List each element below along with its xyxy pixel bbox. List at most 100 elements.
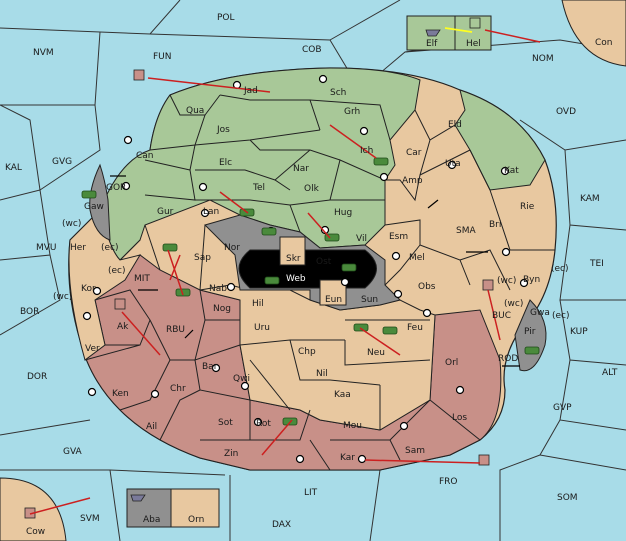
territory-orn[interactable] xyxy=(170,488,220,528)
label-aba: Aba xyxy=(143,515,160,525)
label-alt: ALT xyxy=(602,368,618,378)
label-tei: TEI xyxy=(589,259,604,269)
label-con: Con xyxy=(595,38,613,48)
tag-ec-3: (ec) xyxy=(551,264,569,274)
label-her: Her xyxy=(70,243,86,253)
label-obs: Obs xyxy=(418,282,436,292)
label-svm: SVM xyxy=(80,514,100,524)
label-can: Can xyxy=(136,151,154,161)
label-eun: Eun xyxy=(325,295,342,305)
label-jad: Jad xyxy=(243,86,258,96)
label-gaw: Gaw xyxy=(84,202,104,212)
label-sun: Sun xyxy=(361,295,378,305)
label-sma: SMA xyxy=(456,226,476,236)
label-fun: FUN xyxy=(153,52,172,62)
label-dax: DAX xyxy=(272,520,291,530)
label-fro: FRO xyxy=(439,477,458,487)
tag-ec-4: (ec) xyxy=(552,311,570,321)
label-eld: Eld xyxy=(448,120,462,130)
label-feu: Feu xyxy=(407,323,423,333)
label-nab: Nab xyxy=(209,284,227,294)
territory-skr[interactable] xyxy=(279,236,306,266)
label-ver: Ver xyxy=(85,344,100,354)
label-nor: Nor xyxy=(224,243,240,253)
label-sch: Sch xyxy=(330,88,346,98)
label-nvm: NVM xyxy=(33,48,54,58)
label-grh: Grh xyxy=(344,107,360,117)
label-sap: Sap xyxy=(194,253,211,263)
coast-tags: (wc) (ec) (ec) (wc) (wc) (ec) (wc) (ec) xyxy=(53,219,570,321)
label-ail: Ail xyxy=(146,422,157,432)
fleet-markers xyxy=(24,17,494,519)
label-uru: Uru xyxy=(254,323,270,333)
label-nar: Nar xyxy=(293,164,309,174)
label-mvu: MVU xyxy=(36,243,57,253)
label-hel: Hel xyxy=(466,39,481,49)
tag-wc-4: (wc) xyxy=(504,299,523,309)
label-skr: Skr xyxy=(286,254,301,264)
label-car: Car xyxy=(406,148,422,158)
territory-gaw[interactable] xyxy=(89,163,111,241)
label-bar: Bar xyxy=(202,362,218,372)
label-sot: Sot xyxy=(218,418,233,428)
label-ken: Ken xyxy=(112,389,129,399)
label-lan: Lan xyxy=(203,207,219,217)
label-ost: Ost xyxy=(316,257,332,267)
label-kam: KAM xyxy=(580,194,600,204)
label-bri: Bri xyxy=(489,220,501,230)
label-ich: Ich xyxy=(360,146,373,156)
label-kup: KUP xyxy=(570,327,588,337)
label-mou: Mou xyxy=(343,421,362,431)
label-orn: Orn xyxy=(188,515,204,525)
label-nom: NOM xyxy=(532,54,554,64)
land-labels: Jad Sch Qua Grh Jos Eld Can Car Uta Ich … xyxy=(70,39,550,525)
label-jos: Jos xyxy=(216,125,230,135)
label-dor: DOR xyxy=(27,372,47,382)
label-kat: Kat xyxy=(504,166,519,176)
label-kal: KAL xyxy=(5,163,22,173)
label-mel: Mel xyxy=(409,253,425,263)
label-olk: Olk xyxy=(304,184,320,194)
label-zin: Zin xyxy=(224,449,238,459)
label-qwi: Qwi xyxy=(233,374,250,384)
tag-wc-2: (wc) xyxy=(53,292,72,302)
label-hil: Hil xyxy=(252,299,264,309)
label-lit: LIT xyxy=(304,488,318,498)
label-nog: Nog xyxy=(213,304,231,314)
label-neu: Neu xyxy=(367,348,385,358)
label-rot: Rot xyxy=(256,419,271,429)
label-web: Web xyxy=(286,274,306,284)
territory-borders xyxy=(84,94,555,471)
label-gor: GOR xyxy=(106,183,126,193)
label-gwa: Gwa xyxy=(530,308,550,318)
label-ak: Ak xyxy=(117,322,129,332)
label-chr: Chr xyxy=(170,384,186,394)
label-gva: GVA xyxy=(63,447,83,457)
label-rbu: RBU xyxy=(166,325,185,335)
label-nil: Nil xyxy=(316,369,328,379)
tag-wc-1: (wc) xyxy=(62,219,81,229)
order-arrows xyxy=(29,29,541,515)
label-orl: Orl xyxy=(445,358,458,368)
label-cow: Cow xyxy=(26,527,45,537)
label-mit: MIT xyxy=(134,274,150,284)
label-pir: Pir xyxy=(524,327,536,337)
label-cob: COB xyxy=(302,45,322,55)
label-kor: Kor xyxy=(81,284,96,294)
label-byn: Byn xyxy=(523,275,540,285)
label-ovd: OVD xyxy=(556,107,576,117)
label-tel: Tel xyxy=(252,183,265,193)
label-hug: Hug xyxy=(334,208,352,218)
label-gur: Gur xyxy=(157,207,174,217)
label-elf: Elf xyxy=(426,39,438,49)
label-gvp: GVP xyxy=(553,403,572,413)
label-rod: ROD xyxy=(498,354,518,364)
label-sam: Sam xyxy=(405,446,425,456)
label-kaa: Kaa xyxy=(334,390,351,400)
label-buc: BUC xyxy=(492,311,511,321)
strait-arrows xyxy=(110,175,520,367)
label-esm: Esm xyxy=(389,232,408,242)
label-qua: Qua xyxy=(186,106,204,116)
